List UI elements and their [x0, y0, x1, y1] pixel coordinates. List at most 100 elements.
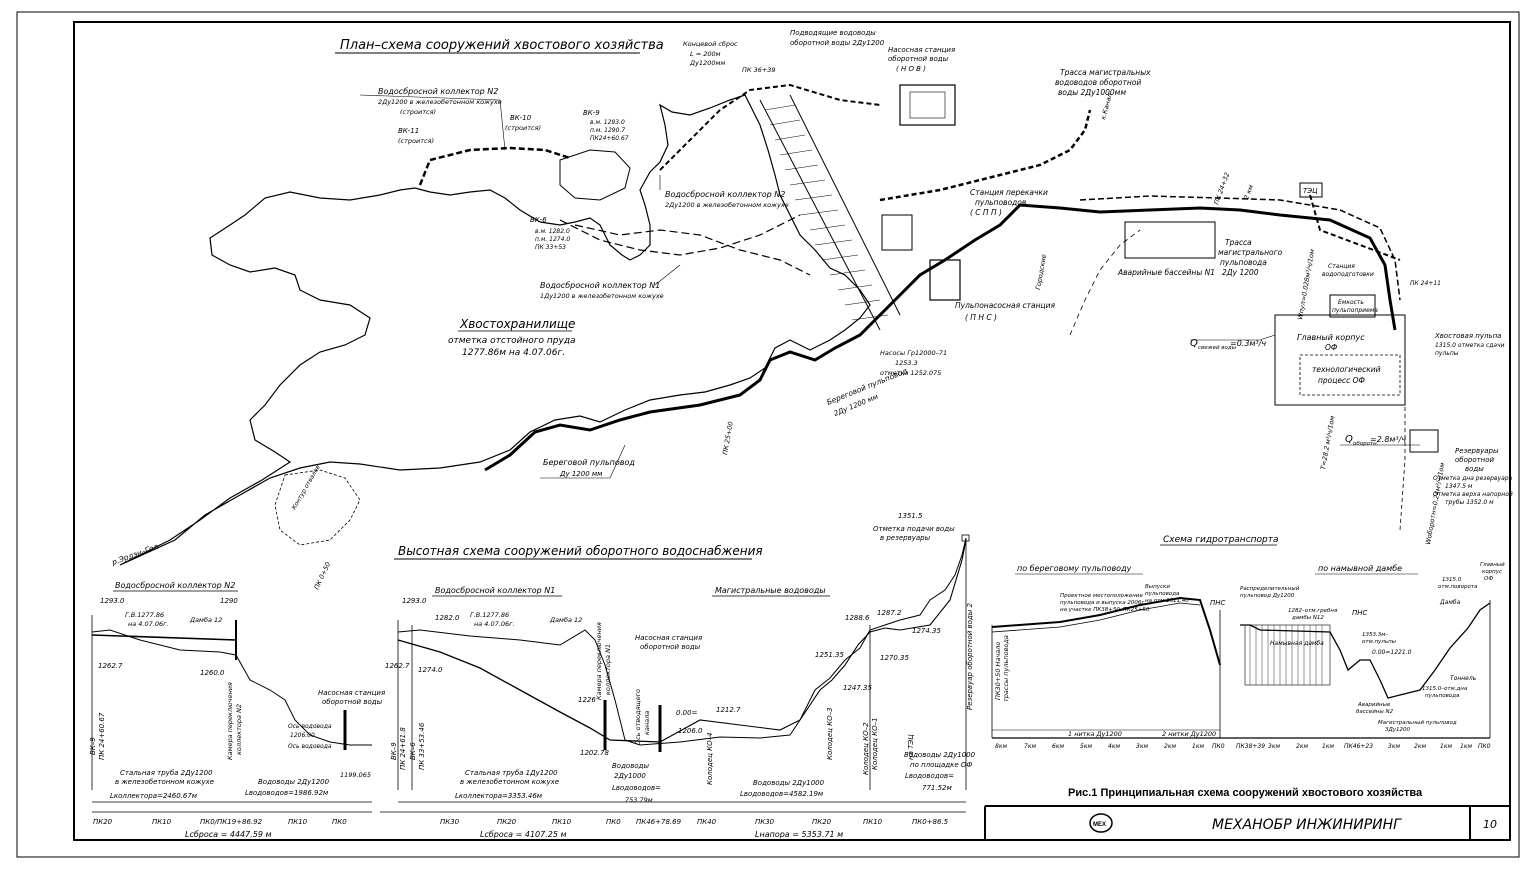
- hydro-left-pipe-2: [991, 602, 1201, 633]
- hydro-km-14: 3км: [1388, 743, 1400, 750]
- process-box: [1299, 354, 1401, 396]
- hydro-km-3: 5км: [1080, 743, 1092, 750]
- collector2-sub: 2Ду1200 в железобетонном кожухе: [378, 98, 502, 106]
- p2-camera-sub: коллектора N1: [604, 644, 612, 695]
- hydro-km-7: 1км: [1192, 743, 1204, 750]
- p1-pk20: ПК20: [93, 818, 113, 826]
- pulp-station-label: Пульпонасосная станция: [955, 301, 1055, 310]
- p1-os1v: 1206.00: [290, 732, 315, 739]
- reservoirs-label: Резервуары: [1455, 447, 1499, 455]
- hydro-km-scale: 8км 7км 6км 5км 4км 3км 2км 1км ПК0 ПК38…: [995, 743, 1491, 750]
- inner-frame: [73, 21, 1511, 841]
- hydrotransport-schematic: Схема гидротранспорта по береговому пуль…: [991, 535, 1505, 750]
- hydro-a12: Дамба: [1439, 599, 1461, 606]
- hydro-a16: 1 нитка Ду1200: [1068, 730, 1122, 738]
- p2-m1226: 1226: [578, 696, 596, 704]
- pond-mark-label: отметка отстойного пруда: [448, 336, 576, 346]
- trunk-water-route: [879, 109, 1092, 202]
- hydro-a13: Главный: [1480, 562, 1505, 568]
- hydro-dam-lines: [1249, 625, 1323, 685]
- tailings-outline: [119, 94, 871, 566]
- hydro-a9: 1353.3м–: [1362, 632, 1388, 638]
- hydro-a8: ПНС: [1352, 609, 1368, 617]
- pond-mark-value: 1277.86м на 4.07.06г.: [462, 348, 565, 358]
- gorod-label: Городские: [1034, 254, 1048, 291]
- pulp-trunk-d: 2Ду 1200: [1222, 268, 1259, 277]
- reservoir-mark-v: 1347.5 м: [1445, 483, 1473, 490]
- transfer-station-label: Станция перекачки: [970, 188, 1048, 197]
- pulp-trunk-sub2: пульповода: [1220, 258, 1267, 267]
- hydro-a9-sub: отм.пульпы: [1362, 639, 1397, 645]
- plan-schematic: План–схема сооружений хвостового хозяйст…: [110, 29, 1513, 591]
- p3-supply-mark-sub: в резервуары: [880, 534, 931, 542]
- hydro-a13-sub2: ОФ: [1484, 576, 1493, 582]
- p1-steel: Стальная труба 2Ду1200: [120, 769, 213, 777]
- q2-symbol: Q: [1345, 434, 1353, 445]
- hydro-a17: 2 нитки Ду1200: [1162, 730, 1216, 738]
- vk6-c: ПК 33+53: [535, 244, 566, 251]
- p3-lz: Водоводы 2Ду1000: [904, 751, 976, 759]
- p3-pipe: [659, 539, 967, 743]
- p1-os1: Ось водовода: [288, 723, 332, 730]
- hydro-a19: 1315.0–отм.дна: [1422, 686, 1468, 692]
- hydro-a18-sub: бассейны N2: [1356, 709, 1394, 715]
- p2-canal-sub: канала: [643, 711, 651, 735]
- reservoir-mark: Отметка дна резервуара: [1433, 475, 1513, 482]
- p1-lk: Lколлектора=2460.67м: [110, 792, 198, 800]
- hydro-km-0: 8км: [995, 743, 1007, 750]
- station-label2: водоподготовки: [1322, 271, 1374, 278]
- hydro-km-18: ПК0: [1478, 743, 1491, 750]
- p1-pump-label: Насосная станция: [318, 689, 385, 697]
- main-building: [1274, 314, 1406, 406]
- p3-pk10: ПК10: [863, 818, 883, 826]
- p1-lv-title: Водоводы 2Ду1200: [258, 778, 330, 786]
- hydro-km-15: 2км: [1414, 743, 1426, 750]
- collector2-top-label: Водосбросной коллектор N2: [665, 190, 785, 199]
- p1-os2: Ось водовода: [288, 743, 332, 750]
- company-logo: МЕХ: [1089, 813, 1113, 833]
- hydro-km-5: 3км: [1136, 743, 1148, 750]
- p2-terrain: [397, 537, 967, 746]
- p2-canal: Ось отводящего: [634, 689, 642, 745]
- p1-ls: Lсброса = 4447.59 м: [185, 830, 272, 839]
- p2-dam: Дамба 12: [549, 616, 582, 624]
- figure-caption: Рис.1 Принципиальная схема сооружений хв…: [1068, 787, 1423, 799]
- p3-pipes-d: 2Ду1000: [614, 772, 646, 780]
- p3-lp: Lводоводов=: [612, 784, 661, 792]
- profile-water-mains: Магистральные водоводы 0.00= 1206.0 1212…: [612, 512, 976, 839]
- leader-3: [540, 444, 626, 479]
- p3-ko2: Колодец КО–2: [862, 722, 870, 775]
- hydro-a13-sub: корпус: [1482, 569, 1502, 575]
- collector-top-route: [659, 83, 881, 171]
- p3-pk30: ПК30: [755, 818, 775, 826]
- p3-m12703: 1270.35: [880, 654, 909, 662]
- p3-ko4: Колодец КО–4: [706, 732, 714, 785]
- pump-station-abbr: ( Н О В ): [896, 65, 926, 73]
- p1-m12786d: на 4.07.06г.: [128, 620, 169, 628]
- tank-box: [1329, 294, 1376, 318]
- p3-m12872: 1287.2: [877, 609, 902, 617]
- tail-pulp-sub: 1315.0 отметка сдачи: [1435, 342, 1505, 349]
- p1-title: Водосбросной коллектор N2: [115, 581, 235, 590]
- p2-vk9pk: ПК 24+61.8: [399, 727, 407, 770]
- p1-dam: Дамба 12: [189, 616, 222, 624]
- pumps-a: 1253.3: [895, 359, 918, 367]
- contour-line: [274, 469, 361, 546]
- hydro-a11: 1315.0: [1442, 577, 1462, 583]
- tank-sub: пульпоприема: [1332, 307, 1378, 314]
- vk9-label: ВК-9: [583, 109, 600, 117]
- collector1-label: Водосбросной коллектор N1: [540, 281, 660, 290]
- tailings-label: Хвостохранилище: [459, 317, 575, 331]
- pipe-mark: Отметка верха напорной: [1433, 491, 1513, 498]
- p3-pk20: ПК20: [812, 818, 832, 826]
- p3-m13515: 1351.5: [898, 512, 923, 520]
- vk6-label: ВК-6: [530, 216, 547, 224]
- pump-station-sub: оборотной воды: [888, 55, 949, 63]
- hydro-km-13: ПК46+23: [1344, 743, 1373, 750]
- q1-sub: свежей воды: [1198, 345, 1237, 351]
- p3-m0: 0.00=: [676, 709, 698, 717]
- w2-label: Т=28.2 м³/ч/1ом: [1319, 415, 1336, 470]
- island: [559, 149, 631, 201]
- p2-pump-sub: оборотной воды: [640, 643, 701, 651]
- hydro-a15: Магистральный пульповод: [1378, 720, 1457, 726]
